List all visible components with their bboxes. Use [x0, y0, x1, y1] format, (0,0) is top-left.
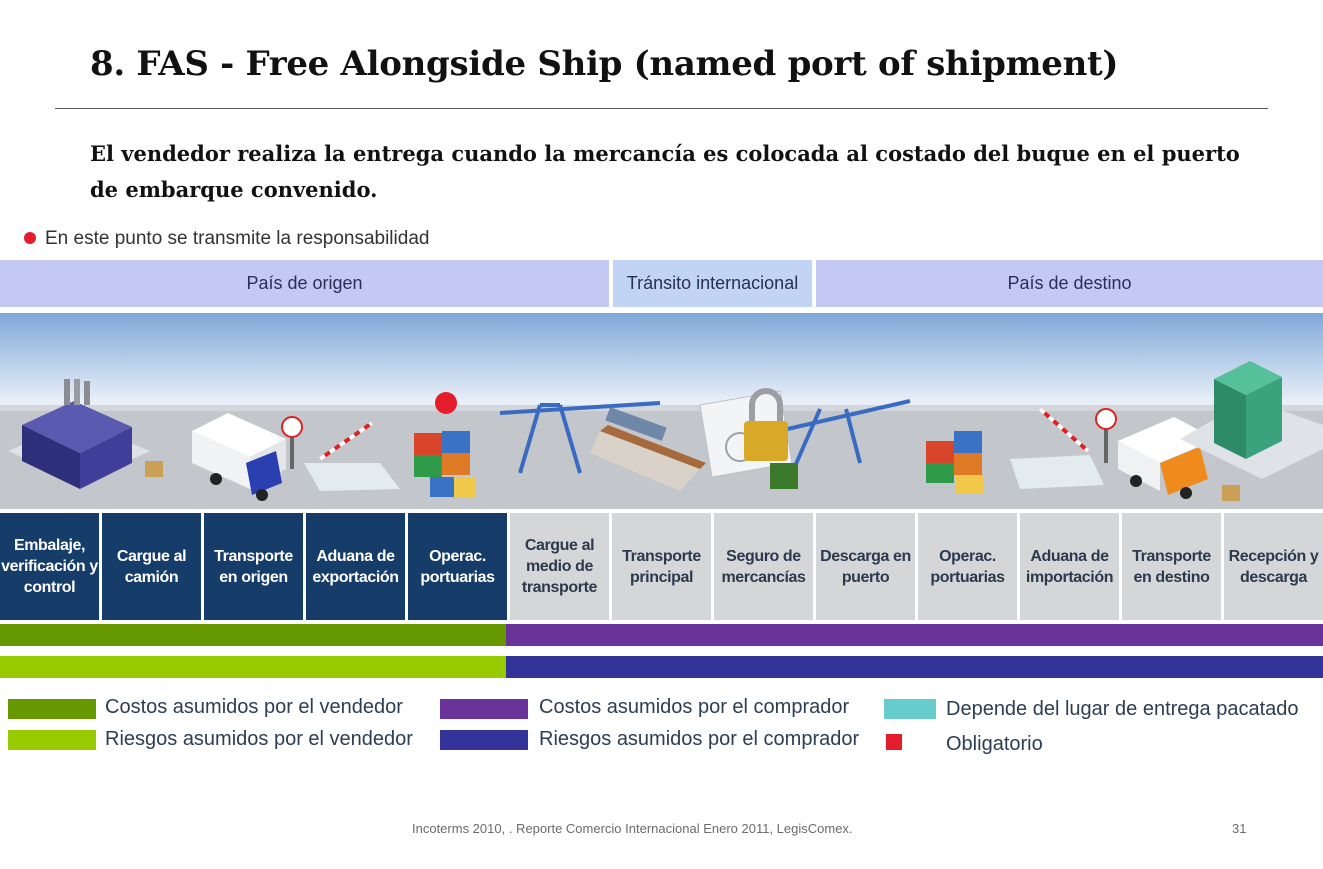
legend-seller-costs: Costos asumidos por el vendedor: [105, 696, 403, 718]
legend-swatch-buyer-risks: [440, 730, 528, 750]
footer-source: Incoterms 2010, . Reporte Comercio Inter…: [412, 821, 853, 836]
office-building-icon: [1180, 361, 1323, 501]
seller-risks-bar: [0, 656, 506, 678]
seller-costs-bar: [0, 624, 506, 646]
containers-icon: [926, 431, 984, 493]
insurance-padlock-icon: [699, 388, 798, 489]
legend-mandatory: Obligatorio: [946, 733, 1043, 755]
process-step: Transporte en origen: [204, 513, 303, 620]
region-transit: Tránsito internacional: [613, 260, 812, 307]
process-step: Seguro de mercancías: [714, 513, 813, 620]
process-step: Descarga en puerto: [816, 513, 915, 620]
process-step: Operac. portuarias: [408, 513, 507, 620]
customs-gate-icon: [281, 416, 400, 491]
process-step: Transporte principal: [612, 513, 711, 620]
process-step: Cargue al camión: [102, 513, 201, 620]
page-number: 31: [1232, 821, 1247, 836]
legend-swatch-seller-costs: [8, 699, 96, 719]
slide-title: 8. FAS - Free Alongside Ship (named port…: [90, 44, 1119, 84]
buyer-risks-bar: [506, 656, 1323, 678]
transfer-point-note: En este punto se transmite la responsabi…: [45, 228, 430, 249]
region-destination: País de destino: [816, 260, 1323, 307]
process-step: Cargue al medio de transporte: [510, 513, 609, 620]
responsibility-transfer-dot-icon: [435, 392, 457, 414]
process-step: Aduana de importación: [1020, 513, 1119, 620]
process-step: Transporte en destino: [1122, 513, 1221, 620]
customs-gate-icon: [1010, 407, 1117, 489]
process-step: Operac. portuarias: [918, 513, 1017, 620]
legend-depends: Depende del lugar de entrega pacatado: [946, 698, 1299, 720]
legend-swatch-buyer-costs: [440, 699, 528, 719]
port-crane-icon: [769, 399, 911, 474]
process-step: Aduana de exportación: [306, 513, 405, 620]
logistics-illustration: [0, 313, 1323, 509]
legend-swatch-mandatory: [886, 734, 902, 750]
slide-subtitle: El vendedor realiza la entrega cuando la…: [90, 141, 1240, 202]
factory-icon: [8, 379, 163, 489]
legend-buyer-risks: Riesgos asumidos por el comprador: [539, 728, 860, 750]
cargo-ship-icon: [590, 407, 706, 491]
truck-icon: [192, 413, 286, 501]
legend-buyer-costs: Costos asumidos por el comprador: [539, 696, 850, 718]
transfer-point-dot-icon: [24, 232, 36, 244]
process-step: Embalaje, verificación y control: [0, 513, 99, 620]
truck-icon: [1118, 417, 1216, 499]
region-origin: País de origen: [0, 260, 609, 307]
title-divider: [55, 108, 1268, 109]
legend-swatch-seller-risks: [8, 730, 96, 750]
legend-seller-risks: Riesgos asumidos por el vendedor: [105, 728, 413, 750]
containers-icon: [414, 431, 476, 497]
buyer-costs-bar: [506, 624, 1323, 646]
legend-swatch-depends: [884, 699, 936, 719]
process-step: Recepción y descarga: [1224, 513, 1323, 620]
port-crane-icon: [499, 401, 661, 474]
